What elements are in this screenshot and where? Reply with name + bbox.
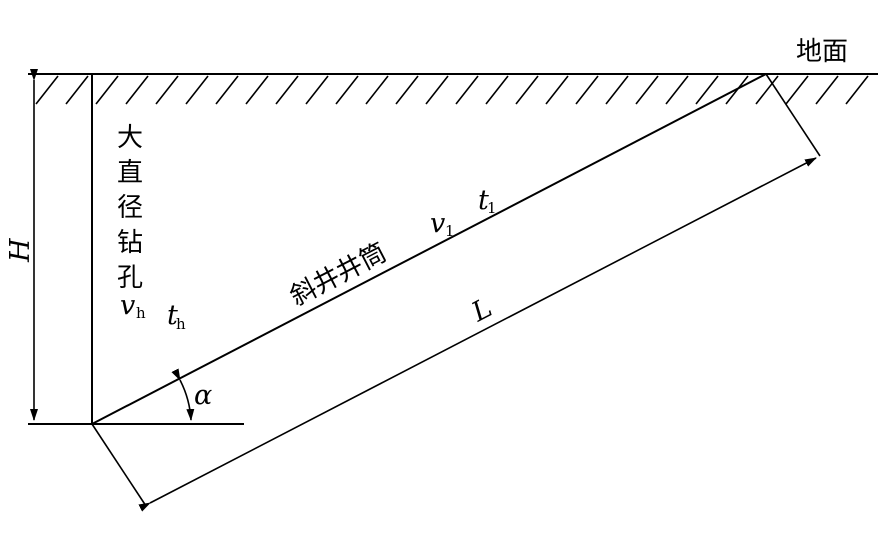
length-label: L <box>466 292 497 328</box>
borehole-label-char-3: 径 <box>117 193 143 223</box>
borehole-label-char-1: 大 <box>117 123 143 153</box>
borehole-time-subscript: h <box>176 315 186 333</box>
length-extension-bottom <box>91 423 147 507</box>
angle-arc <box>171 368 195 421</box>
incline-speed-subscript: 1 <box>445 222 455 240</box>
angle-label: α <box>194 380 212 411</box>
incline-time-symbol: t <box>478 185 489 216</box>
borehole-speed-symbol: v <box>120 290 135 321</box>
length-dimension-arrow <box>138 157 817 512</box>
ground-label: 地面 <box>796 37 848 67</box>
incline-shaft-label: 斜井井筒 <box>285 238 391 313</box>
borehole-time-symbol: t <box>167 300 178 331</box>
length-extension-top <box>765 73 821 157</box>
borehole-speed-subscript: h <box>136 304 146 322</box>
borehole-label-char-2: 直 <box>117 158 143 188</box>
incline-shaft-line <box>91 73 767 425</box>
ground-hatching <box>35 75 869 105</box>
borehole-label-char-5: 孔 <box>117 263 143 293</box>
depth-label: H <box>5 238 36 263</box>
incline-speed-symbol: v <box>430 208 445 239</box>
incline-time-subscript: 1 <box>487 199 497 217</box>
borehole-label-char-4: 钻 <box>117 228 143 258</box>
